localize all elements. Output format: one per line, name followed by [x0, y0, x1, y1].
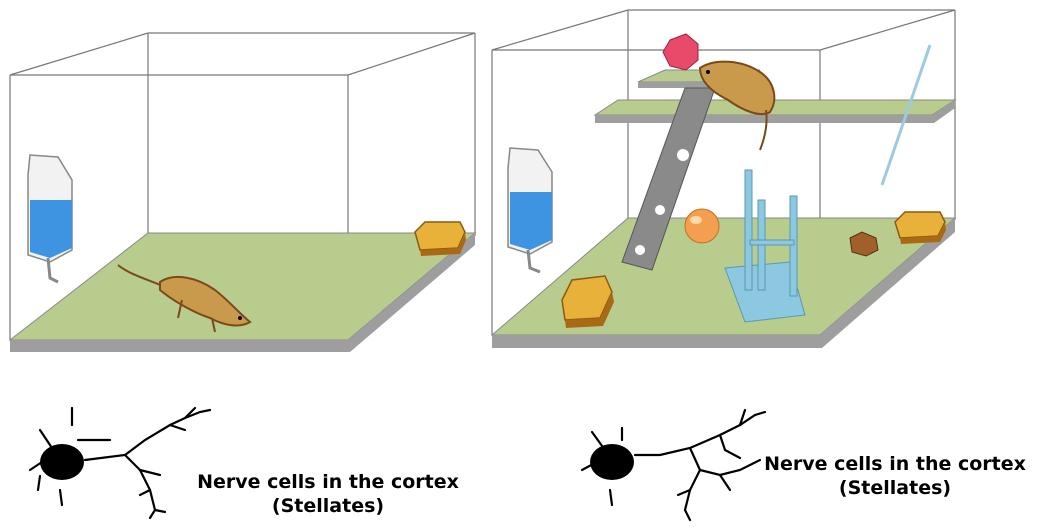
caption-standard-cage: Nerve cells in the cortex (Stellates) — [178, 470, 478, 518]
neuron-right-soma — [590, 444, 634, 480]
water-bottle-icon — [508, 148, 552, 272]
caption-line-2: (Stellates) — [178, 494, 478, 518]
neuron-left-soma — [40, 444, 84, 480]
orange-ball-icon — [685, 209, 719, 243]
sponge-icon — [895, 212, 946, 244]
enriched-cage-floor — [492, 218, 955, 335]
enriched-cage — [492, 10, 955, 348]
caption-enriched-cage: Nerve cells in the cortex (Stellates) — [745, 452, 1037, 500]
caption-line-2: (Stellates) — [745, 476, 1037, 500]
sponge-icon — [415, 222, 466, 256]
water-bottle-icon — [28, 155, 72, 282]
caption-line-1: Nerve cells in the cortex — [745, 452, 1037, 476]
standard-cage — [10, 33, 475, 352]
pink-ball-icon — [663, 34, 698, 70]
caption-line-1: Nerve cells in the cortex — [178, 470, 478, 494]
